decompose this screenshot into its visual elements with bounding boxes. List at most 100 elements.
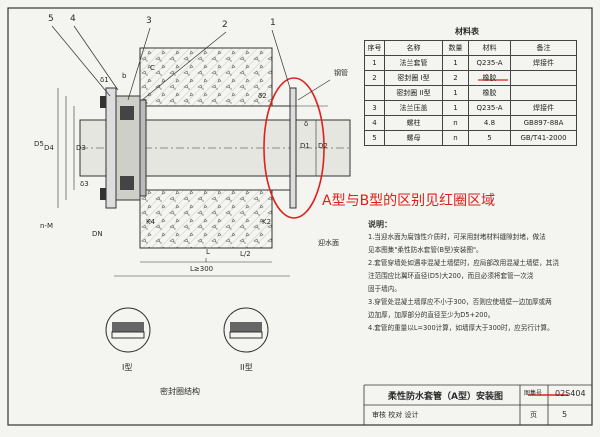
note-line: 边加厚，加厚部分的直径至少为D5+200。 — [368, 311, 495, 319]
dim-d2: D2 — [318, 142, 328, 150]
materials-header-row: 序号 名称 数量 材料 备注 — [364, 40, 577, 56]
materials-cell: 螺母 — [384, 130, 443, 146]
atlas-label: 图集号 — [524, 390, 543, 397]
dimension-lines — [57, 88, 328, 277]
drawing-title: 柔性防水套管（A型）安装图 — [388, 392, 503, 402]
header-cell: 序号 — [364, 40, 385, 56]
balloon-1: 1 — [270, 18, 276, 28]
dim-dn: DN — [92, 230, 103, 238]
materials-cell: 密封圈 I型 — [384, 70, 443, 86]
materials-cell: 1 — [364, 55, 385, 71]
materials-cell: 密封圈 II型 — [384, 85, 443, 101]
red-annotation: A型与B型的区别见红圈区域 — [322, 193, 496, 209]
materials-cell: 3 — [364, 100, 385, 116]
detail-type2 — [223, 307, 269, 353]
materials-cell: 法兰套管 — [384, 55, 443, 71]
dim-k2: K2 — [262, 218, 272, 226]
note-line: 3.穿管处混凝土墙厚应不小于300，否则应使墙壁一边加厚或两 — [368, 298, 552, 306]
header-cell: 材料 — [468, 40, 511, 56]
sheet-border — [7, 7, 593, 426]
detail-caption: 密封圈结构 — [160, 387, 200, 396]
dim-k4: K4 — [146, 218, 156, 226]
detail-type2-label: II型 — [240, 363, 253, 372]
materials-cell: 螺柱 — [384, 115, 443, 131]
dim-l-min: L≥300 — [190, 265, 214, 273]
leader-lines — [51, 25, 331, 101]
materials-cell: 5 — [468, 130, 511, 146]
dim-d4: D4 — [44, 144, 54, 152]
balloon-5: 5 — [48, 14, 54, 24]
materials-cell: n — [442, 115, 469, 131]
materials-cell: GB897-88A — [510, 115, 577, 131]
note-line: 固于墙内。 — [368, 285, 401, 293]
dim-delta3: δ3 — [80, 180, 89, 188]
detail-type1-label: I型 — [122, 363, 133, 372]
materials-cell: 法兰压盖 — [384, 100, 443, 116]
materials-cell: Q235-A — [468, 55, 511, 71]
materials-cell: 焊接件 — [510, 55, 577, 71]
sign-row: 审核 校对 设计 — [372, 411, 419, 419]
materials-cell — [510, 85, 577, 101]
dim-l-half: L/2 — [240, 250, 251, 258]
atlas-number: 02S404 — [555, 389, 586, 398]
materials-cell — [364, 85, 385, 101]
dim-delta: δ — [304, 120, 309, 128]
dim-c: C — [150, 64, 155, 72]
materials-cell: GB/T41-2000 — [510, 130, 577, 146]
detail-type1 — [105, 307, 151, 353]
materials-cell: 4 — [364, 115, 385, 131]
note-line: 1.当迎水面为腐蚀性介质时，可采用封堵材料缝隙封堵，做法 — [368, 233, 546, 241]
materials-cell: 4.8 — [468, 115, 511, 131]
materials-cell: 2 — [364, 70, 385, 86]
dim-d3: D3 — [76, 144, 86, 152]
callout-fill: 迎水面 — [318, 239, 339, 247]
balloon-4: 4 — [70, 14, 76, 24]
notes-heading: 说明： — [368, 220, 392, 229]
materials-cell: 1 — [442, 100, 469, 116]
dim-d5: D5 — [34, 140, 44, 148]
callout-wall: 钢管 — [334, 69, 348, 77]
materials-cell: 橡胶 — [468, 70, 511, 86]
notes-block: 说明： 1.当迎水面为腐蚀性介质时，可采用封堵材料缝隙封堵，做法 见本图集"柔性… — [368, 218, 590, 335]
materials-cell: 焊接件 — [510, 100, 577, 116]
materials-cell: 橡胶 — [468, 85, 511, 101]
header-cell: 数量 — [442, 40, 469, 56]
materials-cell — [510, 70, 577, 86]
dim-n-m: n-M — [40, 222, 54, 230]
note-line: 见本图集"柔性防水套管(B型)安装图"。 — [368, 246, 483, 254]
header-cell: 名称 — [384, 40, 443, 56]
balloon-3: 3 — [146, 16, 152, 26]
materials-cell: 5 — [364, 130, 385, 146]
materials-cell: 1 — [442, 85, 469, 101]
header-cell: 备注 — [510, 40, 577, 56]
materials-title: 材料表 — [455, 27, 479, 36]
note-line: 4.套管的重量以L=300计算，如墙厚大于300时，应另行计算。 — [368, 324, 554, 332]
dim-delta2: δ2 — [258, 92, 267, 100]
materials-cell: 1 — [442, 55, 469, 71]
steel-flange — [289, 87, 297, 209]
materials-cell: n — [442, 130, 469, 146]
dim-d1: D1 — [300, 142, 310, 150]
page-number: 5 — [562, 410, 568, 419]
dim-delta1: δ1 — [100, 76, 109, 84]
title-block — [363, 384, 592, 425]
materials-cell: Q235-A — [468, 100, 511, 116]
balloon-2: 2 — [222, 20, 228, 30]
note-line: 2.套管穿墙处如遇非混凝土墙壁时，应局部改用混凝土墙壁，其浇 — [368, 259, 559, 267]
dim-l: L — [206, 248, 210, 256]
materials-cell: 2 — [442, 70, 469, 86]
highlight-ellipse — [263, 77, 325, 219]
note-line: 注范围应比翼环直径(D5)大200，而且必须将套管一次浇 — [368, 272, 534, 280]
seal-assembly — [100, 87, 147, 209]
page-label: 页 — [530, 411, 537, 419]
dim-b: b — [122, 72, 127, 80]
